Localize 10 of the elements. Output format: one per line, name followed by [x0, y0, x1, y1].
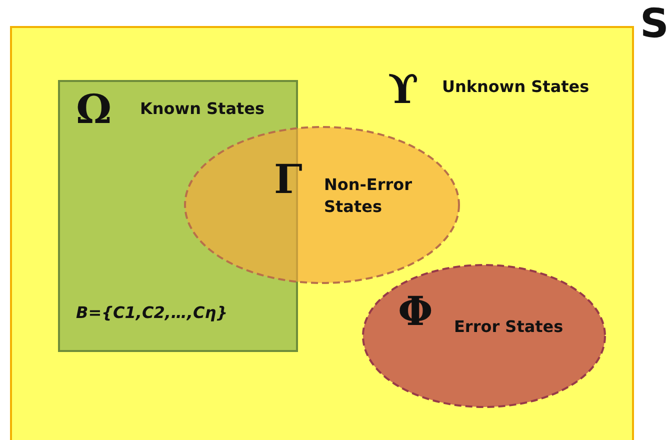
set-symbol: S — [640, 4, 668, 44]
region-label: Error States — [454, 316, 564, 338]
region-label: Non-Error States — [324, 174, 414, 218]
greek-symbol: Γ — [274, 160, 302, 200]
set-formula: B={C1,C2,…,Cη} — [76, 302, 228, 324]
greek-symbol: Ω — [76, 90, 112, 130]
greek-symbol: ϒ — [388, 70, 419, 110]
greek-symbol: Φ — [398, 292, 433, 332]
region-label: Unknown States — [442, 76, 590, 98]
region-label: Known States — [140, 98, 265, 120]
